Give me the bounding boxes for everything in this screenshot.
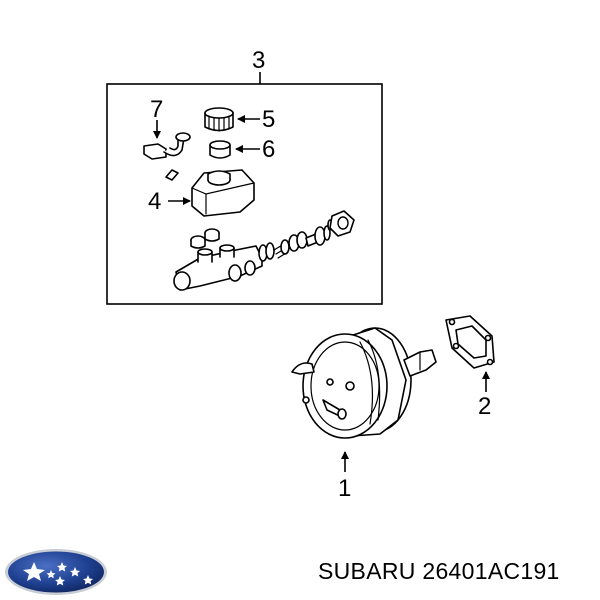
callout-2: 2 xyxy=(478,393,491,420)
callout-7: 7 xyxy=(150,96,163,123)
reservoir-cap xyxy=(204,107,234,132)
reservoir-pin xyxy=(165,169,179,181)
reservoir-tank xyxy=(191,169,255,217)
master-cylinder-pistons xyxy=(258,219,333,262)
booster-gasket xyxy=(445,315,495,369)
callout-5: 5 xyxy=(262,106,275,133)
callout-4: 4 xyxy=(148,188,161,215)
master-cylinder-body xyxy=(173,244,263,291)
subaru-logo-icon xyxy=(5,549,107,595)
reservoir-grommets xyxy=(190,228,220,249)
brand-name: SUBARU xyxy=(318,558,416,584)
fluid-level-switch xyxy=(143,132,191,160)
callout-3: 3 xyxy=(252,47,265,74)
part-caption: SUBARU 26401AC191 xyxy=(318,558,588,590)
callout-6: 6 xyxy=(262,136,275,163)
brake-booster xyxy=(291,327,437,439)
master-cylinder-frame xyxy=(106,83,383,305)
callout-1: 1 xyxy=(338,475,351,502)
retaining-ring xyxy=(329,210,355,237)
reservoir-strainer xyxy=(209,140,231,159)
part-number: 26401AC191 xyxy=(422,558,560,584)
